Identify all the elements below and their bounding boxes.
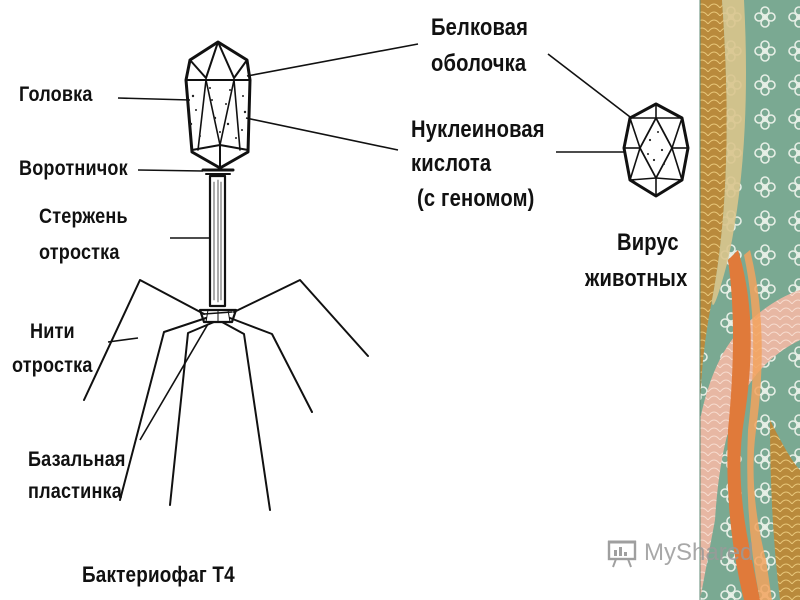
leader-collar — [137, 169, 204, 172]
bacteriophage-drawing — [83, 40, 369, 511]
label-nucleic-acid-line2: кислота — [411, 150, 492, 177]
watermark-text: MyShared — [644, 539, 754, 566]
label-base-plate-line2: пластинка — [28, 480, 122, 503]
label-protein-coat-line1: Белковая — [431, 14, 529, 41]
label-tail-core-line1: Стержень — [39, 205, 128, 228]
decorative-side-panel — [699, 0, 800, 600]
leader-nucleic-acid — [245, 117, 399, 151]
phage-head — [184, 40, 252, 170]
animal-virus-drawing — [622, 102, 690, 198]
label-phage-title: Бактериофаг Т4 — [82, 562, 235, 587]
phage-tail-core — [208, 174, 227, 308]
label-nucleic-acid-line3: (с геномом) — [417, 185, 535, 212]
label-base-plate-line1: Базальная — [28, 448, 126, 471]
label-collar: Воротничок — [19, 157, 128, 180]
leader-lines — [107, 43, 640, 441]
label-nucleic-acid-line1: Нуклеиновая — [411, 116, 545, 143]
label-head: Головка — [19, 83, 93, 106]
leader-head — [117, 97, 191, 101]
leader-animal-coat — [547, 53, 635, 121]
leader-protein-coat — [246, 43, 419, 77]
label-tail-core-line2: отростка — [39, 241, 120, 264]
label-animal-virus-line1: Вирус — [617, 229, 679, 256]
leader-base-plate — [139, 323, 209, 441]
label-animal-virus-line2: животных — [585, 265, 688, 292]
label-protein-coat-line2: оболочка — [431, 50, 527, 77]
label-tail-fibers-line1: Нити — [30, 320, 75, 343]
phage-collar — [201, 168, 235, 175]
watermark-logo: MyShared — [606, 538, 753, 568]
leader-tail-fibers — [107, 337, 139, 343]
presentation-board-icon — [607, 540, 637, 568]
phage-tail-fibers — [83, 279, 369, 511]
label-tail-fibers-line2: отростка — [12, 354, 93, 377]
